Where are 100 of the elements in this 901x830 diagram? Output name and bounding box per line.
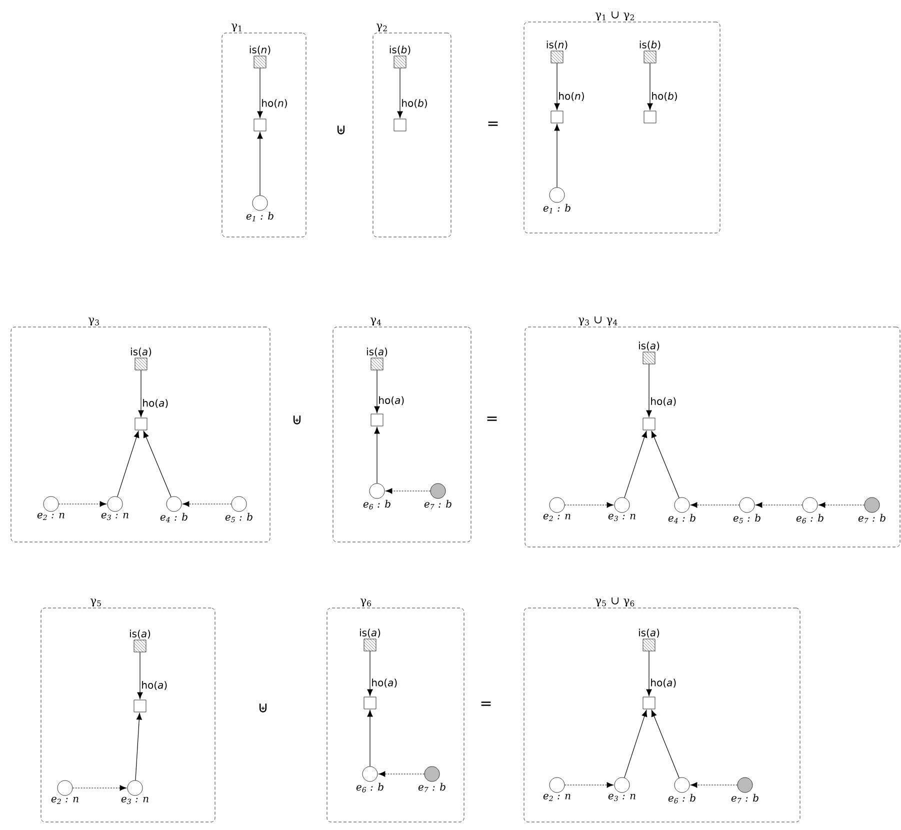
arrow xyxy=(647,62,653,110)
circle-node: e$_{2}$ : n xyxy=(37,496,64,520)
node-label: e$_{6}$ : b xyxy=(668,794,696,804)
circle-node: e$_{6}$ : b xyxy=(356,766,384,792)
node-label: e$_{6}$ : b xyxy=(356,782,384,792)
arrow xyxy=(564,502,614,508)
circle-node: e$_{3}$ : n xyxy=(121,780,148,804)
circle-node: e$_{7}$ : b xyxy=(424,483,452,510)
node-label: e$_{1}$ : b xyxy=(543,204,570,214)
arrow xyxy=(646,364,652,417)
node-label: e$_{3}$ : n xyxy=(121,796,148,804)
hatched-square: is(a) xyxy=(639,628,660,652)
circle-node: e$_{1}$ : b xyxy=(246,195,274,222)
circle-node: e$_{4}$ : b xyxy=(668,497,696,524)
hatched-square: is(b) xyxy=(640,40,660,64)
circle-node: e$_{3}$ : n xyxy=(608,497,636,522)
node-label: is(a) xyxy=(638,342,660,351)
circle-node: e$_{2}$ : n xyxy=(543,777,570,801)
arrow xyxy=(374,370,380,413)
circle-node: e$_{1}$ : b xyxy=(543,187,570,214)
node-label: e$_{2}$ : n xyxy=(543,794,570,801)
node-label: γ$_{1}$ xyxy=(231,24,242,32)
circle-node: e$_{2}$ : n xyxy=(543,497,570,521)
node-label: γ$_{3}$ ∪ γ$_{4}$ xyxy=(578,316,618,326)
node-label: γ$_{3}$ xyxy=(88,318,99,326)
square xyxy=(550,110,564,124)
node-label: is(b) xyxy=(390,46,410,55)
node-label: γ$_{1}$ ∪ γ$_{2}$ xyxy=(595,12,634,21)
arrow xyxy=(624,710,648,778)
node-label: is(a) xyxy=(130,348,152,357)
edge-label: ho(a) xyxy=(651,678,676,688)
node-label: e$_{3}$ : n xyxy=(608,794,636,802)
square xyxy=(644,110,656,124)
arrow xyxy=(378,771,425,777)
arrow xyxy=(367,710,373,767)
operator-symbol: = xyxy=(481,702,491,706)
hatched-square: is(n) xyxy=(546,40,568,64)
square xyxy=(394,118,406,132)
node-label: e$_{7}$ : b xyxy=(418,782,446,792)
square xyxy=(254,118,266,132)
circle-node: e$_{6}$ : b xyxy=(668,777,696,804)
node-label: e$_{7}$ : b xyxy=(424,500,452,510)
node-label: e$_{4}$ : b xyxy=(668,514,696,524)
operator-symbol: ⊎ xyxy=(293,416,301,424)
arrow xyxy=(554,124,560,188)
hatched-square: is(a) xyxy=(130,348,152,370)
circle-node: e$_{4}$ : b xyxy=(160,496,188,522)
circle-node: e$_{2}$ : n xyxy=(51,780,78,804)
node-label: e$_{4}$ : b xyxy=(160,512,188,522)
node-label: γ$_{5}$ ∪ γ$_{6}$ xyxy=(595,598,634,607)
arrow xyxy=(690,502,740,508)
node-label: e$_{2}$ : n xyxy=(37,512,64,520)
node-label: e$_{5}$ : b xyxy=(733,514,760,524)
arrow xyxy=(257,68,263,118)
node-label: is(a) xyxy=(638,628,660,638)
node-label: e$_{5}$ : b xyxy=(225,512,252,522)
node-label: e$_{7}$ : b xyxy=(858,514,886,524)
square xyxy=(134,418,148,430)
hatched-square: is(a) xyxy=(367,348,388,370)
arrow xyxy=(397,68,403,118)
arrow xyxy=(690,782,738,788)
node-label: γ$_{2}$ xyxy=(376,24,387,32)
node-label: e$_{6}$ : b xyxy=(796,514,824,524)
node-label: is(n) xyxy=(546,40,568,50)
arrow xyxy=(756,502,803,508)
arrow xyxy=(138,370,144,417)
arrow xyxy=(257,132,263,196)
circle-node: e$_{6}$ : b xyxy=(796,497,824,524)
operator-symbol: = xyxy=(487,416,497,421)
operator-symbol: = xyxy=(488,122,498,126)
node-label: is(n) xyxy=(250,46,270,55)
arrow xyxy=(182,501,232,507)
square xyxy=(364,696,376,710)
circle-node: e$_{7}$ : b xyxy=(731,777,758,804)
edge-label: ho(a) xyxy=(372,678,397,688)
arrow xyxy=(135,713,142,781)
circle-node: e$_{5}$ : b xyxy=(225,496,252,522)
hatched-square: is(a) xyxy=(639,342,660,364)
circle-node: e$_{5}$ : b xyxy=(733,497,760,524)
node-label: γ$_{5}$ xyxy=(90,598,101,607)
arrow xyxy=(374,427,380,484)
arrow xyxy=(367,650,373,696)
hatched-square: is(n) xyxy=(250,46,270,68)
arrow xyxy=(554,62,560,110)
arrow xyxy=(137,652,143,699)
hatched-square: is(a) xyxy=(360,628,380,652)
arrow xyxy=(624,431,648,498)
node-label: is(a) xyxy=(360,628,380,638)
arrow xyxy=(143,430,172,498)
edge-label: ho(b) xyxy=(652,92,677,101)
edge-label: ho(a) xyxy=(142,681,167,690)
node-label: γ$_{4}$ xyxy=(370,318,382,326)
circle-node: e$_{3}$ : n xyxy=(101,496,128,520)
node-label: e$_{3}$ : n xyxy=(101,512,128,520)
node-label: is(a) xyxy=(366,348,388,357)
square xyxy=(642,696,656,710)
arrow xyxy=(117,431,140,497)
arrow xyxy=(386,488,431,494)
node-label: e$_{2}$ : n xyxy=(543,514,570,521)
arrow xyxy=(651,430,680,498)
